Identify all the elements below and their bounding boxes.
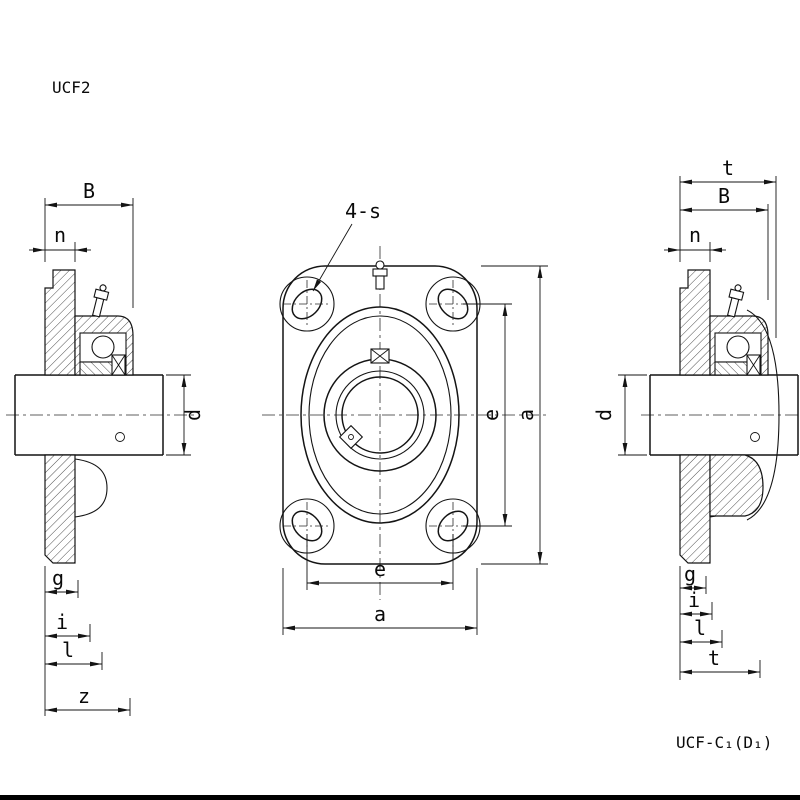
housing-boss-outer [300, 306, 460, 524]
dim-label-n-left: n [54, 223, 66, 247]
dim-label-z-left: z [78, 684, 90, 708]
dim-label-i-right: i [688, 588, 700, 612]
dim-label-d-left: d [181, 409, 205, 421]
cover-dome-profile [746, 309, 780, 521]
housing-boss-inner [308, 315, 452, 515]
cover-lower-section [709, 454, 764, 517]
variant-code: UCF-C₁(D₁) [676, 733, 772, 752]
dim-label-l-left: l [62, 638, 74, 662]
dim-label-g-right: g [684, 562, 696, 586]
dim-label-g-left: g [52, 566, 64, 590]
set-screw-front [370, 348, 390, 364]
dim-label-l-right: l [694, 616, 706, 640]
grease-fitting-front [372, 260, 388, 290]
dim-label-t-bottom: t [708, 646, 720, 670]
bolt-hole-top-left [279, 276, 335, 332]
dim-label-e-right: e [479, 409, 503, 421]
dim-label-d-right: d [592, 409, 616, 421]
front-view: 4-s e a e a [262, 199, 550, 635]
dim-label-e-bottom: e [374, 557, 386, 581]
locking-square [338, 424, 364, 450]
bottom-border [0, 795, 800, 800]
dim-label-a-bottom: a [374, 602, 386, 626]
dim-label-B-right: B [718, 184, 730, 208]
left-side-view: B n d g i l z [5, 179, 205, 716]
dim-label-i-left: i [56, 610, 68, 634]
bore-circle [341, 376, 419, 454]
right-side-view: t B n d g i l t [592, 156, 800, 680]
dim-label-t-top: t [722, 156, 734, 180]
bolt-size-note: 4-s [345, 199, 381, 223]
dim-label-n-right: n [689, 223, 701, 247]
leader-line [312, 223, 353, 292]
dim-label-a-right: a [514, 409, 538, 421]
dim-label-B-left: B [83, 179, 95, 203]
series-code: UCF2 [52, 78, 91, 97]
bore-chamfer-circle [335, 370, 425, 460]
